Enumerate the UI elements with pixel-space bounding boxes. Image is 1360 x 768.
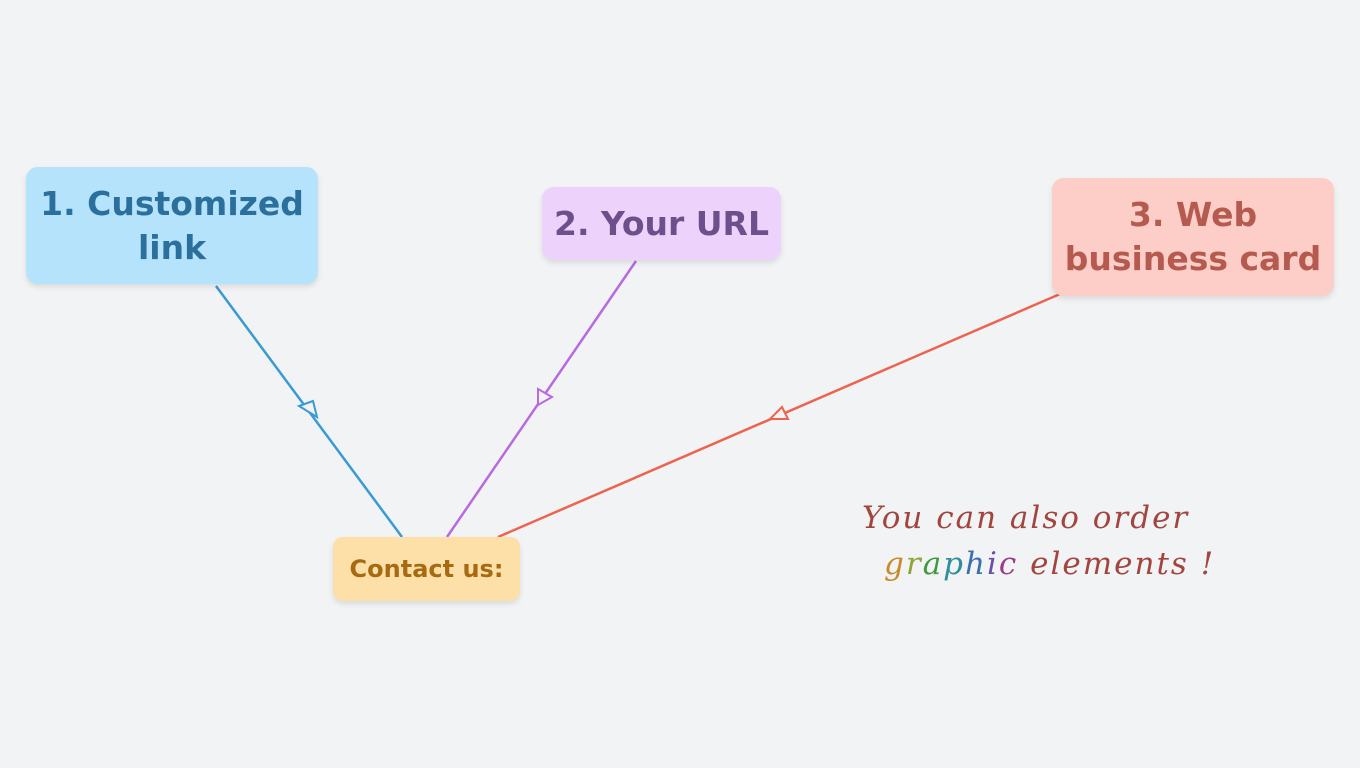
note-line1: You can also order (862, 500, 1190, 536)
node-web-business-card-label: 3. Web business card (1064, 195, 1322, 278)
arrowhead-web-business-card (767, 405, 790, 420)
handwritten-note: You can also order graphic elements ! (862, 495, 1222, 587)
note-graphic-letter: a (922, 546, 944, 582)
note-line2-rest: elements (1018, 546, 1189, 582)
node-your-url-label: 2. Your URL (553, 204, 769, 243)
arrowhead-your-url (537, 387, 555, 407)
node-web-business-card[interactable]: 3. Web business card (1052, 178, 1334, 296)
note-graphic-letter: g (884, 546, 906, 582)
node-contact-us-label: Contact us: (349, 555, 504, 583)
arrowhead-customized-link (296, 399, 319, 420)
node-contact-us[interactable]: Contact us: (333, 537, 520, 601)
node-customized-link[interactable]: 1. Customized link (26, 167, 318, 284)
note-graphic-letter: c (998, 546, 1019, 582)
note-graphic-letter: h (965, 546, 987, 582)
note-line2: graphic elements ! (862, 541, 1222, 587)
node-your-url[interactable]: 2. Your URL (542, 187, 781, 260)
note-exclaim: ! (1200, 546, 1216, 582)
note-graphic-word: graphic (884, 546, 1018, 582)
note-graphic-letter: p (943, 546, 966, 582)
node-customized-link-label: 1. Customized link (40, 183, 304, 267)
note-graphic-letter: i (987, 546, 999, 582)
note-graphic-letter: r (905, 546, 923, 582)
